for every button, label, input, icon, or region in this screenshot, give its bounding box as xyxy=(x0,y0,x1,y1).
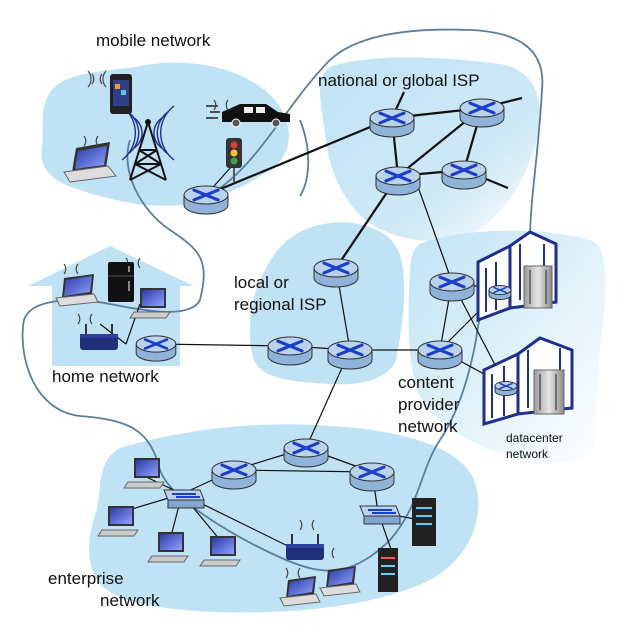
network-edge-outline xyxy=(21,139,541,572)
core-links xyxy=(205,91,523,269)
routers xyxy=(135,98,518,492)
r-local-right-router-icon xyxy=(327,340,373,370)
home-wifi-router-icon xyxy=(80,324,118,350)
content-provider-label-line1: content xyxy=(398,373,454,392)
r-dc-1-router-icon xyxy=(488,285,512,300)
r-nat-1-router-icon xyxy=(369,108,415,138)
datacenter-label-line2: network xyxy=(506,447,549,461)
enterprise-switch-left-icon xyxy=(163,489,205,509)
car-icon xyxy=(206,104,290,128)
enterprise-switch-right-icon xyxy=(359,505,401,525)
enterprise-server-icons xyxy=(378,498,436,592)
enterprise-desktop-icons xyxy=(97,458,241,567)
r-home-router-icon xyxy=(135,335,177,362)
enterprise-label-line1: enterprise xyxy=(48,569,124,588)
home-laptop-icon xyxy=(55,274,99,307)
r-ent-top-router-icon xyxy=(283,438,329,468)
national-isp-label: national or global ISP xyxy=(318,71,480,90)
r-nat-4-router-icon xyxy=(375,166,421,196)
home-refrigerator-icon xyxy=(108,262,134,302)
cell-tower-icon xyxy=(121,105,175,181)
r-content-top-router-icon xyxy=(429,272,475,302)
r-dc-2-router-icon xyxy=(494,381,518,396)
traffic-light-icon xyxy=(226,138,242,182)
r-ent-left-router-icon xyxy=(211,460,257,490)
wifi-signal-icons xyxy=(63,70,335,579)
home-desktop-icon xyxy=(129,288,171,319)
content-provider-label-line2: provider xyxy=(398,395,460,414)
r-ent-right-router-icon xyxy=(349,462,395,492)
r-local-top-router-icon xyxy=(313,258,359,288)
enterprise-label-line2: network xyxy=(100,591,160,610)
r-nat-3-router-icon xyxy=(441,160,487,190)
home-network-label: home network xyxy=(52,367,159,386)
r-local-left-router-icon xyxy=(267,336,313,366)
smartphone-icon xyxy=(110,74,132,114)
mobile-network-region xyxy=(41,62,289,206)
core-outline xyxy=(219,28,544,241)
datacenter-building-bottom-icon xyxy=(482,336,574,427)
mobile-network-label: mobile network xyxy=(96,31,211,50)
enterprise-wifi-router-icon xyxy=(286,534,324,560)
content-provider-label-line3: network xyxy=(398,417,458,436)
local-isp-label-line1: local or xyxy=(234,273,289,292)
datacenter-building-top-icon xyxy=(476,230,558,323)
r-content-bottom-router-icon xyxy=(417,340,463,370)
r-nat-2-router-icon xyxy=(459,98,505,128)
local-isp-label-line2: regional ISP xyxy=(234,295,327,314)
core-outline-2 xyxy=(299,119,310,197)
datacenter-label-line1: datacenter xyxy=(506,431,563,445)
enterprise-laptop-icons xyxy=(279,566,361,607)
r-mobile-router-icon xyxy=(183,185,229,215)
laptop-icon xyxy=(63,142,117,183)
